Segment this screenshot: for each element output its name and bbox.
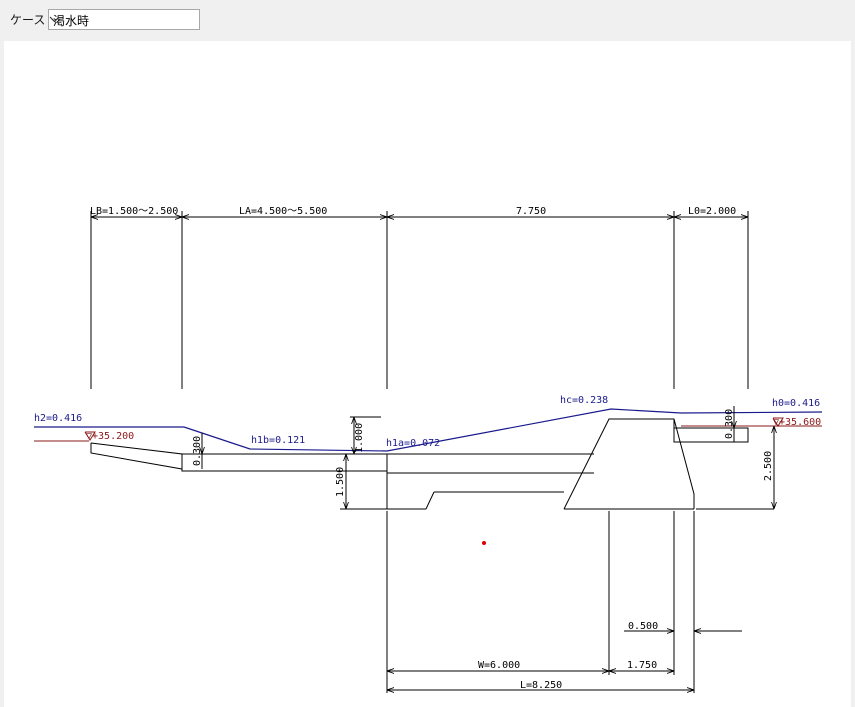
level-right: ▽+35.600 <box>773 417 821 428</box>
dim-apron-thickness-left: 0.300 <box>192 436 203 466</box>
dim-mid: 7.750 <box>516 206 546 217</box>
dim-la: LA=4.500～5.500 <box>239 206 327 217</box>
water-surface <box>34 408 823 452</box>
chevron-down-icon <box>49 16 60 23</box>
level-lines <box>34 417 822 442</box>
case-select-value: 渇水時 <box>53 14 90 28</box>
dim-apron-depth: 1.500 <box>335 467 346 497</box>
dim-apron-thickness-right: 0.300 <box>724 409 735 439</box>
label-h1b: h1b=0.121 <box>251 435 305 446</box>
dim-w: W=6.000 <box>478 660 520 671</box>
toolbar: ケース 渇水時 <box>0 0 855 40</box>
dim-l0: L0=2.000 <box>688 206 736 217</box>
label-h0: h0=0.416 <box>772 398 820 409</box>
top-dimension-chain <box>90 211 749 389</box>
level-left: ▽+35.200 <box>86 431 134 442</box>
dim-l: L=8.250 <box>520 680 562 691</box>
dim-weir-height: 2.500 <box>763 451 774 481</box>
dim-175: 1.750 <box>627 660 657 671</box>
dim-lb: LB=1.500～2.500 <box>90 206 178 217</box>
drawing-canvas: LB=1.500～2.500 LA=4.500～5.500 7.750 L0=2… <box>4 41 851 707</box>
label-hc: hc=0.238 <box>560 395 608 406</box>
weir-cross-section-drawing: LB=1.500～2.500 LA=4.500～5.500 7.750 L0=2… <box>34 206 823 693</box>
bottom-dimensions <box>386 511 742 693</box>
label-h2: h2=0.416 <box>34 413 82 424</box>
case-select[interactable]: 渇水時 <box>48 9 200 30</box>
red-marker-point <box>482 541 486 545</box>
dim-050: 0.500 <box>628 621 658 632</box>
dim-drop-height: 1.000 <box>354 423 365 453</box>
label-h1a: h1a=0.072 <box>386 438 440 449</box>
case-label: ケース <box>10 13 46 27</box>
structure <box>90 418 774 510</box>
vertical-dimensions <box>202 406 774 510</box>
